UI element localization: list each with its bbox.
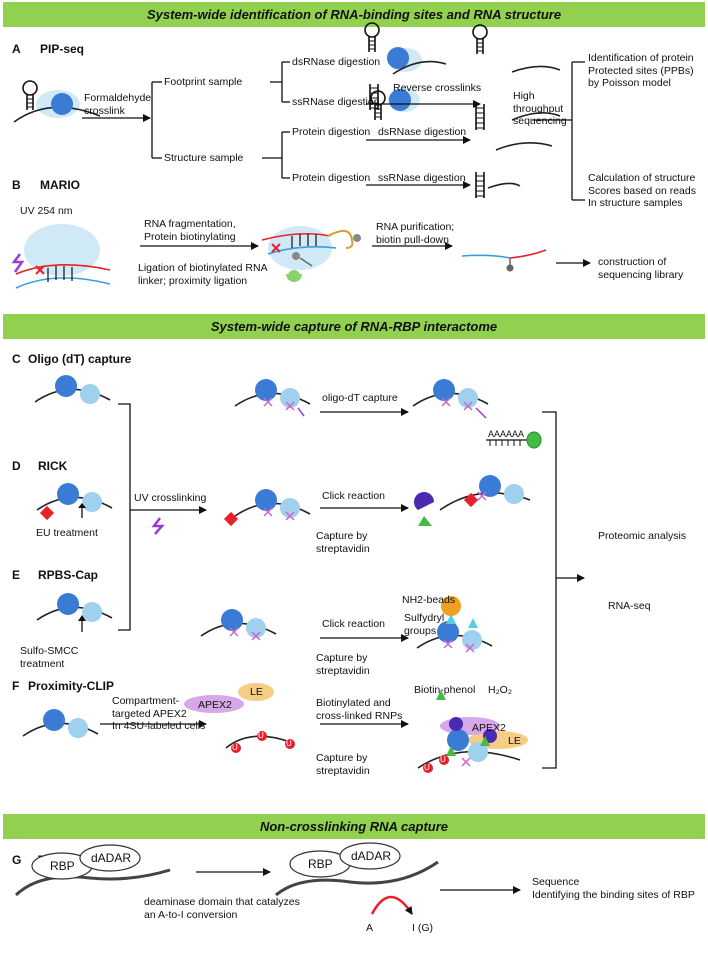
u-label-5: U: [440, 755, 446, 764]
pipseq-ssrnase: ssRNase digestion: [292, 96, 380, 108]
mario-ligation: [261, 226, 361, 282]
panel-d-letter: D: [12, 459, 21, 473]
pipseq-ss-structure-product: [475, 171, 521, 199]
pipseq-product-ds: [364, 22, 447, 75]
rick-click: Click reaction: [322, 490, 386, 502]
le-label-2: LE: [508, 735, 521, 747]
proteomic-analysis: Proteomic analysis: [598, 530, 687, 542]
mario-product: [461, 249, 547, 272]
u-label-2: U: [258, 731, 264, 740]
proximity-apex-rna: [184, 683, 295, 753]
panel-a-name: PIP-seq: [40, 42, 85, 56]
pipseq-reverse: Reverse crosslinks: [393, 82, 482, 94]
rpbs-captured: [416, 596, 493, 653]
pipseq-product-ss: [369, 83, 420, 112]
u-label-1: U: [232, 743, 238, 752]
oligo-capture-label: oligo-dT capture: [322, 392, 398, 404]
mario-fragmentation: RNA fragmentation,Protein biotinylating: [144, 218, 236, 243]
u-label-3: U: [286, 739, 292, 748]
tribe-start: [14, 844, 171, 897]
pipseq-start-rnp: [13, 80, 101, 123]
rick-start-rnp: [36, 482, 113, 521]
mario-purification: RNA purification;biotin pull-down: [376, 221, 455, 246]
eu-treatment: EU treatment: [36, 527, 98, 539]
panel-b-letter: B: [12, 178, 21, 192]
rna-seq: RNA-seq: [608, 600, 651, 612]
mario-uv: UV 254 nm: [20, 205, 73, 217]
banner-non-crosslinking: Non-crosslinking RNA capture: [3, 814, 705, 839]
apex2-label-2: APEX2: [472, 722, 506, 734]
panel-a-letter: A: [12, 42, 21, 56]
pipseq-footprint: Footprint sample: [164, 76, 243, 88]
pipseq-crosslink: crosslink: [84, 105, 125, 117]
panel-c-letter: C: [12, 352, 21, 366]
pipseq-reverse-products: [472, 24, 561, 131]
rpbs-start-rnp: [36, 592, 113, 632]
tribe-a: A: [366, 922, 374, 934]
pipseq-ds2: dsRNase digestion: [378, 126, 467, 138]
polya-tail: AAAAAA: [488, 429, 525, 439]
panel-f-letter: F: [12, 679, 20, 693]
pipseq-protein-1: Protein digestion: [292, 126, 371, 138]
tribe-rbp-1: RBP: [50, 859, 75, 873]
apex2-label-1: APEX2: [198, 699, 232, 711]
panel-g-letter: G: [12, 853, 22, 867]
tribe-dadar-2: dADAR: [351, 849, 392, 863]
pipseq-protein-2: Protein digestion: [292, 172, 371, 184]
panel-d-name: RICK: [38, 459, 68, 473]
panel-b-name: MARIO: [40, 178, 80, 192]
oligo-captured: [412, 378, 542, 449]
panel-f-name: Proximity-CLIP: [28, 679, 115, 693]
oligo-crosslinked-rnp: [234, 378, 311, 417]
u-label-4: U: [424, 763, 430, 772]
rick-captured: [414, 475, 531, 526]
biotin-phenol: Biotin-phenol: [414, 684, 476, 696]
banner-binding-sites: System-wide identification of RNA-bindin…: [3, 2, 705, 27]
mario-start: [11, 224, 111, 289]
panel-e-name: RPBS-Cap: [38, 568, 99, 582]
oligo-start-rnp: [34, 374, 111, 405]
panel-c-name: Oligo (dT) capture: [28, 352, 132, 366]
proximity-captured: [417, 690, 528, 773]
tribe-bound: [275, 842, 439, 897]
proximity-start-rnp: [22, 708, 99, 739]
rpbs-click: Click reaction: [322, 618, 386, 630]
pipseq-formaldehyde: Formaldehyde: [84, 92, 152, 104]
tribe-rbp-2: RBP: [308, 857, 333, 871]
uv-crosslinking: UV crosslinking: [134, 492, 207, 504]
pipseq-dsrnase: dsRNase digestion: [292, 56, 381, 68]
h2o2: H₂O₂: [488, 684, 512, 696]
panel-e-letter: E: [12, 568, 21, 582]
pipseq-structure: Structure sample: [164, 152, 244, 164]
nh2-beads: NH2-beads: [402, 594, 456, 606]
rick-crosslinked-rnp: [223, 488, 311, 527]
tribe-ig: I (G): [412, 922, 433, 934]
pipseq-ss2: ssRNase digestion: [378, 172, 466, 184]
rpbs-crosslinked-rnp: [200, 608, 277, 641]
tribe-dadar-1: dADAR: [91, 851, 132, 865]
banner-interactome: System-wide capture of RNA-RBP interacto…: [3, 314, 705, 339]
le-label-1: LE: [250, 686, 263, 698]
